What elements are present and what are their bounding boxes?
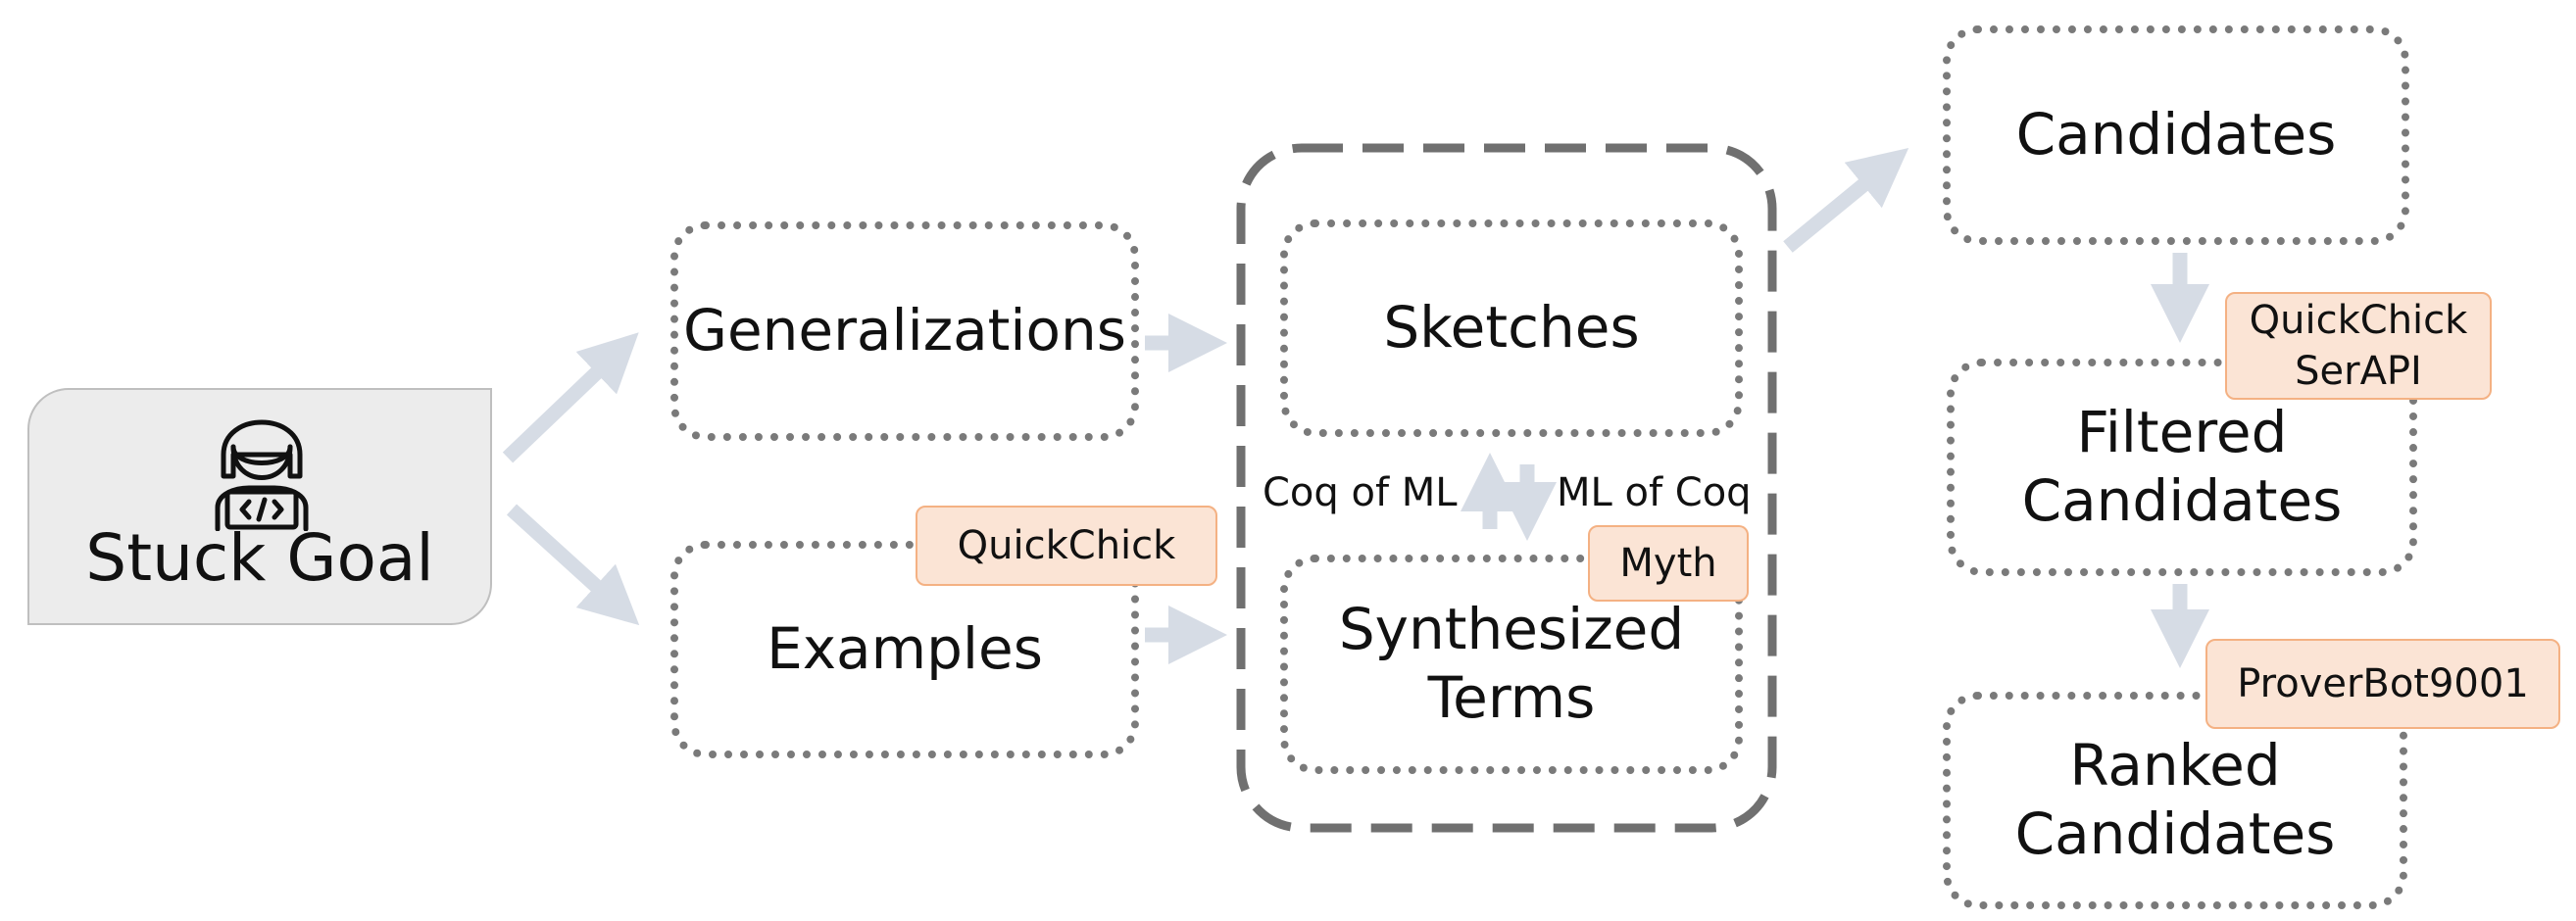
stuck-goal-label: Stuck Goal <box>85 520 434 596</box>
ranked-candidates-label: Ranked Candidates <box>2014 732 2336 867</box>
synthesis-module-boundary <box>1236 143 1777 833</box>
candidates-node: Candidates <box>1943 25 2409 245</box>
candidates-label: Candidates <box>2015 101 2337 169</box>
filtered-candidates-node: Filtered Candidates <box>1947 359 2417 576</box>
developer-icon <box>215 419 309 531</box>
synthesized-terms-node: Synthesized Terms <box>1280 555 1743 774</box>
examples-label: Examples <box>767 615 1043 683</box>
filtered-candidates-label: Filtered Candidates <box>2021 399 2343 534</box>
sketches-label: Sketches <box>1383 294 1640 362</box>
arrow-stuck-to-examples <box>506 504 640 626</box>
sketches-node: Sketches <box>1280 219 1743 437</box>
quickchick-tag: QuickChick <box>916 506 1217 586</box>
ml-of-coq-label: ML of Coq <box>1557 470 1752 515</box>
synthesized-terms-label: Synthesized Terms <box>1338 596 1685 731</box>
examples-node: Examples <box>670 541 1139 758</box>
generalizations-node: Generalizations <box>670 221 1139 441</box>
stuck-goal-node: Stuck Goal <box>27 388 492 625</box>
proverbot-tag: ProverBot9001 <box>2205 639 2560 729</box>
arrow-module-to-candidates <box>1783 147 1909 253</box>
arrow-stuck-to-generalizations <box>502 332 639 463</box>
coq-of-ml-label: Coq of ML <box>1263 470 1458 515</box>
quickchick-serapi-tag: QuickChick SerAPI <box>2225 292 2492 400</box>
generalizations-label: Generalizations <box>683 297 1126 364</box>
ranked-candidates-node: Ranked Candidates <box>1943 692 2407 909</box>
myth-tag: Myth <box>1588 525 1749 602</box>
